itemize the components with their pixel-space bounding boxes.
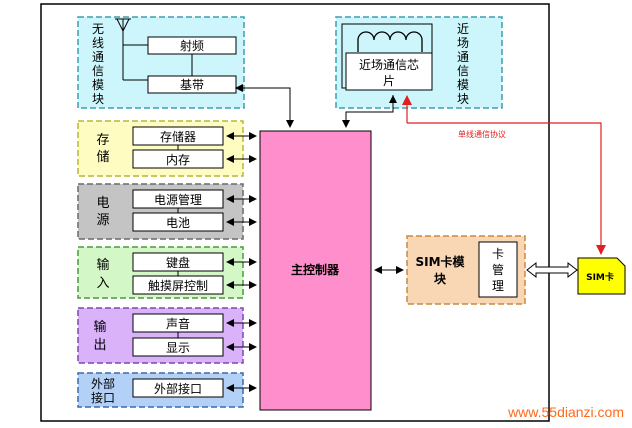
sim-card: SIM卡 xyxy=(577,257,626,295)
external-module: 外部 接口 外部接口 xyxy=(77,372,244,408)
rf-label: 射频 xyxy=(180,38,204,53)
nfc-chip-box xyxy=(345,52,433,91)
touch-box xyxy=(132,275,224,295)
sim-card-label: SIM卡 xyxy=(586,271,614,283)
wireless-title-char: 模 xyxy=(92,78,104,92)
card-mgmt-box xyxy=(478,241,518,298)
nfc-coil-icon xyxy=(357,31,423,52)
power-title-char: 源 xyxy=(96,213,109,228)
external-interface-box xyxy=(132,378,224,398)
nfc-chip-label: 近场通信芯 xyxy=(359,58,419,72)
sim-module-title: SIM卡模 xyxy=(415,254,465,269)
external-title: 接口 xyxy=(91,390,115,405)
board-frame xyxy=(40,3,550,422)
card-mgmt-label: 管 xyxy=(492,262,504,277)
sim-module: SIM卡模 块 卡 管 理 xyxy=(406,235,526,305)
baseband-label: 基带 xyxy=(180,78,204,92)
main-controller-box xyxy=(259,130,372,411)
memory-label: 存储器 xyxy=(160,129,196,144)
sim-card-connector xyxy=(526,261,578,279)
input-title-char: 输 xyxy=(96,257,109,273)
display-label: 显示 xyxy=(166,341,190,355)
watermark: www.55dianzi.com xyxy=(508,404,624,420)
main-controller-label: 主控制器 xyxy=(291,262,340,277)
touch-label: 触摸屏控制 xyxy=(148,279,208,293)
keyboard-label: 键盘 xyxy=(166,255,190,270)
storage-title-char: 存 xyxy=(96,133,109,148)
display-box xyxy=(132,337,224,357)
wireless-title-char: 线 xyxy=(92,36,104,50)
wireless-title-char: 信 xyxy=(92,64,104,78)
ram-label: 内存 xyxy=(166,153,190,167)
external-title: 外部 xyxy=(91,376,115,391)
wireless-title-char: 块 xyxy=(92,92,104,106)
nfc-title-char: 信 xyxy=(457,64,469,78)
output-title-char: 输 xyxy=(93,319,106,335)
input-module: 输 入 键盘 触摸屏控制 xyxy=(77,246,244,299)
nfc-title-char: 块 xyxy=(457,92,469,106)
nfc-title-char: 近 xyxy=(457,22,469,36)
storage-module: 存 储 存储器 内存 xyxy=(77,120,244,177)
nfc-title-char: 模 xyxy=(457,78,469,92)
battery-label: 电池 xyxy=(166,216,190,230)
wireless-title-char: 无 xyxy=(92,22,104,36)
wireless-title-char: 通 xyxy=(92,50,104,64)
single-wire-protocol-line xyxy=(402,95,606,255)
battery-box xyxy=(132,212,224,232)
sound-label: 声音 xyxy=(166,316,190,331)
single-wire-protocol-label: 单线通信协议 xyxy=(458,129,506,139)
sim-module-title: 块 xyxy=(434,271,447,286)
external-interface-label: 外部接口 xyxy=(154,381,202,396)
card-mgmt-label: 卡 xyxy=(492,247,504,261)
ram-box xyxy=(132,149,224,169)
input-title-char: 入 xyxy=(96,276,109,291)
bus-connectors-top xyxy=(235,84,397,128)
storage-title-char: 储 xyxy=(96,150,109,165)
bus-connectors-left xyxy=(226,132,257,392)
card-mgmt-label: 理 xyxy=(492,279,504,293)
power-module: 电 源 电源管理 电池 xyxy=(77,183,244,240)
power-title-char: 电 xyxy=(96,196,109,211)
nfc-module: 近场通信芯 片 近 场 通 信 模 块 xyxy=(335,16,503,109)
nfc-title-char: 通 xyxy=(457,50,469,64)
wireless-module: 无 线 通 信 模 块 射频 基带 xyxy=(77,16,245,109)
power-mgmt-label: 电源管理 xyxy=(154,192,202,207)
output-module: 输 出 声音 显示 xyxy=(77,307,244,364)
antenna-icon xyxy=(115,18,148,81)
nfc-chip-label: 片 xyxy=(383,74,395,88)
nfc-title-char: 场 xyxy=(457,36,469,50)
output-title-char: 出 xyxy=(93,338,106,353)
